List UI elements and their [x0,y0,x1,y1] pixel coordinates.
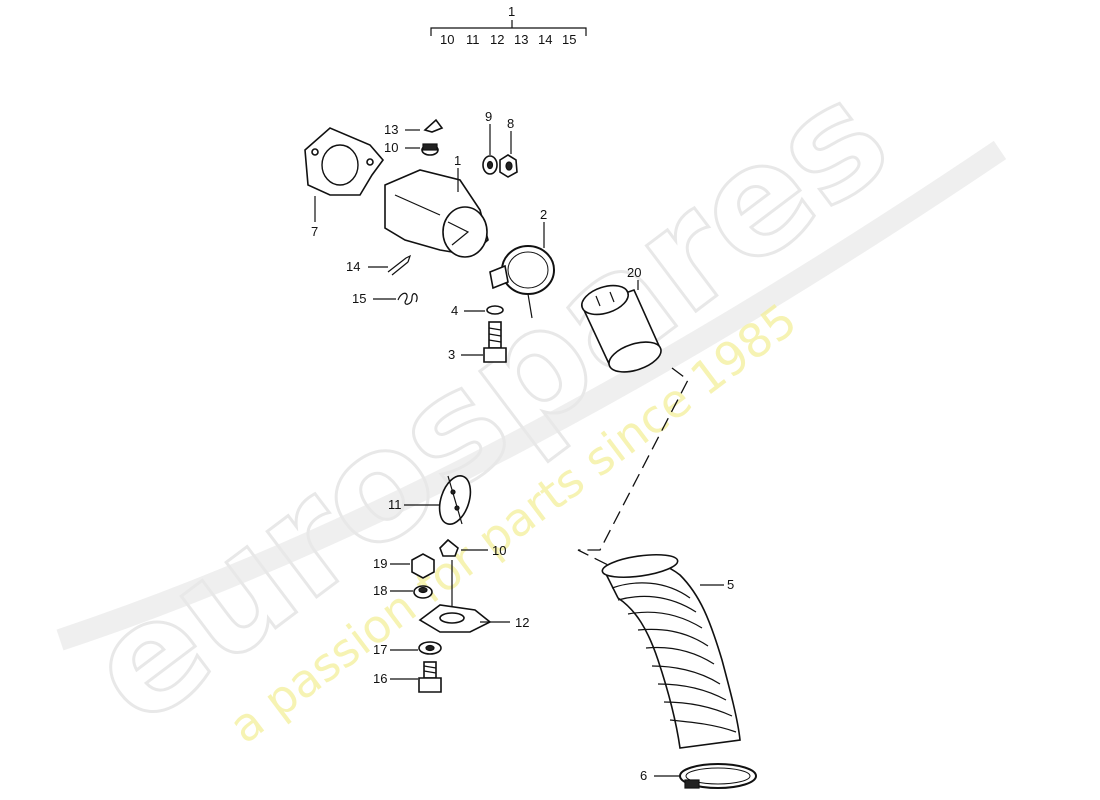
group-item-12: 12 [490,32,504,47]
group-item-13: 13 [514,32,528,47]
callout-6: 6 [640,768,647,783]
part-8-nut [499,154,518,178]
callout-17: 17 [373,642,387,657]
part-6-clamp [679,763,757,789]
callout-18: 18 [373,583,387,598]
callout-10-lower: 10 [492,543,506,558]
watermark-swoosh [56,140,1007,651]
group-item-11: 11 [466,32,480,47]
gasket-hole [321,144,359,186]
housing-edge [394,194,441,216]
callout-1: 1 [454,153,461,168]
callout-2: 2 [540,207,547,222]
callout-9: 9 [485,109,492,124]
part-16-bolt [418,661,442,693]
part-18-washer [413,585,433,599]
part-15-spring [397,292,418,305]
watermark-brand: eurospares [57,49,919,759]
part-20-sleeve [581,284,662,373]
callout-10: 10 [384,140,398,155]
leader-lines [314,124,724,777]
part-2-clamp [489,245,555,319]
callout-3: 3 [448,347,455,362]
part-10-grommet-bottom [439,538,459,557]
part-19-nut [411,553,435,579]
part-13-clip [423,118,444,133]
callout-4: 4 [451,303,458,318]
callout-8: 8 [507,116,514,131]
callout-14: 14 [346,259,360,274]
part-5-hose [601,553,741,749]
gasket-bolt-hole [311,148,319,156]
header-bracket [430,27,587,36]
group-header: 1 10 11 12 13 14 15 [430,4,587,47]
callout-15: 15 [352,291,366,306]
part-10-grommet-top [421,143,439,156]
housing-outlet [442,206,488,258]
part-17-washer [418,641,442,655]
part-4-washer [486,305,504,315]
group-number: 1 [508,4,515,19]
part-3-bolt [483,321,507,363]
callout-7: 7 [311,224,318,239]
group-item-10: 10 [440,32,454,47]
callout-19: 19 [373,556,387,571]
part-1-housing [384,169,489,258]
callout-11: 11 [388,497,402,512]
housing-flap [447,221,470,246]
gasket-bolt-hole [366,158,374,166]
callouts: 13 10 9 8 1 7 2 14 15 4 3 20 11 10 19 18… [311,109,734,783]
callout-12: 12 [515,615,529,630]
group-item-15: 15 [562,32,576,47]
routing-line [577,367,689,566]
part-12-bracket [418,560,492,633]
callout-13: 13 [384,122,398,137]
callout-20: 20 [627,265,641,280]
group-item-14: 14 [538,32,552,47]
callout-16: 16 [373,671,387,686]
callout-5: 5 [727,577,734,592]
part-14-pin [387,254,412,276]
part-9-washer [482,155,498,175]
part-7-gasket [304,127,385,196]
part-11-flap [438,475,472,525]
watermark: eurospares a passion for parts since 198… [55,48,1007,760]
